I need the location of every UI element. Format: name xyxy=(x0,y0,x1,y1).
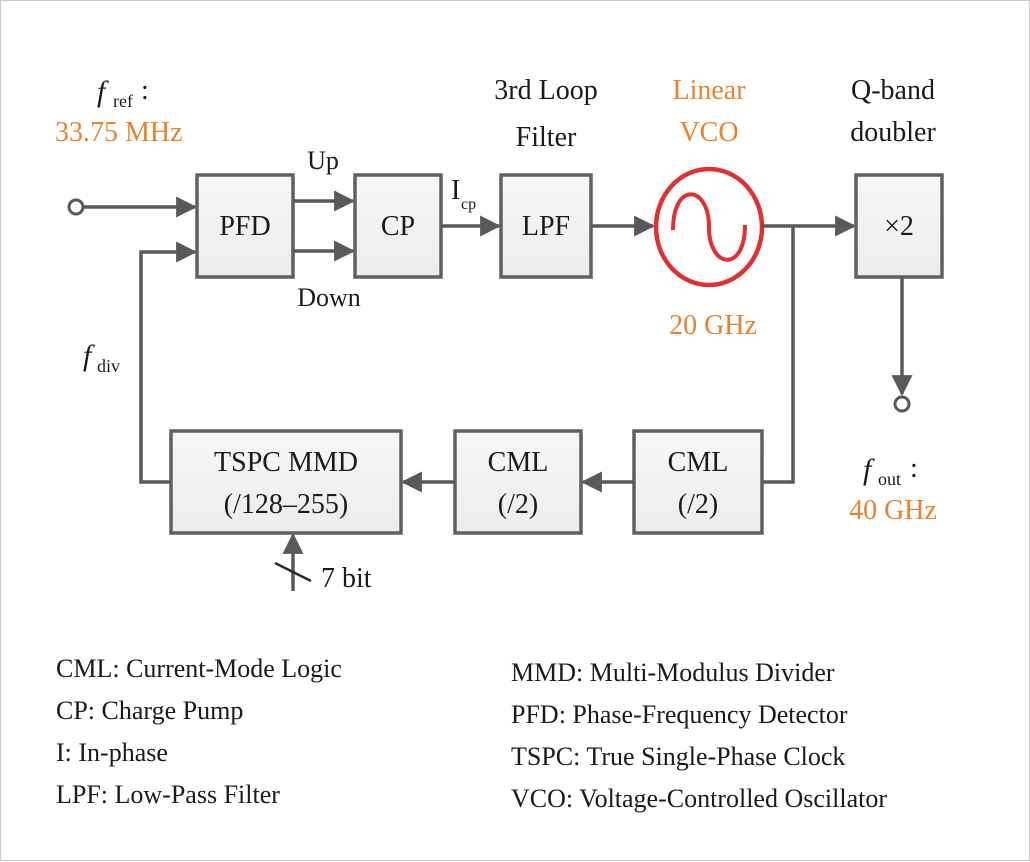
legend-item: TSPC: True Single-Phase Clock xyxy=(511,742,846,771)
legend-item: CML: Current-Mode Logic xyxy=(56,654,342,683)
vco-frequency: 20 GHz xyxy=(669,310,757,341)
fout-value: 40 GHz xyxy=(849,495,937,526)
fout-colon: : xyxy=(910,453,918,484)
vco-caption-line2: VCO xyxy=(679,117,738,148)
doubler-caption-line2: doubler xyxy=(850,117,936,148)
fref-colon: : xyxy=(141,75,149,106)
fref-symbol: f xyxy=(97,75,109,108)
up-label: Up xyxy=(307,146,339,175)
vco-oscillator-icon xyxy=(653,166,765,288)
cml-divider-2-block xyxy=(453,429,583,535)
cml1-line2: (/2) xyxy=(678,489,718,520)
legend-item: LPF: Low-Pass Filter xyxy=(56,780,280,809)
legend-item: MMD: Multi-Modulus Divider xyxy=(511,658,835,687)
fdiv-subscript: div xyxy=(97,356,120,376)
cml-divider-1-block xyxy=(632,429,764,535)
mmd-line2: (/128–255) xyxy=(224,489,348,520)
bus-slash-icon xyxy=(274,561,312,583)
tspc-mmd-block xyxy=(169,429,403,535)
legend-right: MMD: Multi-Modulus Divider PFD: Phase-Fr… xyxy=(511,652,887,820)
doubler-block xyxy=(854,173,944,279)
legend-item: VCO: Voltage-Controlled Oscillator xyxy=(511,784,887,813)
pfd-block xyxy=(195,173,295,279)
feedback-tap-wire xyxy=(762,226,795,484)
cp-block xyxy=(353,173,443,279)
output-terminal-icon xyxy=(893,395,911,413)
lpf-label: LPF xyxy=(522,211,570,242)
icp-main-label: I xyxy=(451,175,460,206)
fdiv-feedback-wire xyxy=(139,241,198,484)
cml2-line1: CML xyxy=(488,447,549,478)
vco-caption-line1: Linear xyxy=(672,75,746,106)
lpf-caption-line1: 3rd Loop xyxy=(494,75,597,106)
legend-item: CP: Charge Pump xyxy=(56,696,244,725)
fdiv-symbol: f xyxy=(83,339,95,372)
control-bits-label: 7 bit xyxy=(321,563,372,594)
cp-label: CP xyxy=(381,211,415,242)
fref-subscript: ref xyxy=(113,91,133,111)
legend-item: PFD: Phase-Frequency Detector xyxy=(511,700,848,729)
cml1-line1: CML xyxy=(668,447,729,478)
cml2-line2: (/2) xyxy=(498,489,538,520)
legend-item: I: In-phase xyxy=(56,738,168,767)
icp-sub-label: cp xyxy=(461,196,476,213)
fout-symbol: f xyxy=(863,453,875,486)
legend-left: CML: Current-Mode Logic CP: Charge Pump … xyxy=(56,648,342,816)
doubler-label: ×2 xyxy=(884,211,914,242)
doubler-caption-line1: Q-band xyxy=(851,75,935,106)
input-terminal-icon xyxy=(67,198,85,216)
fref-value: 33.75 MHz xyxy=(55,117,183,148)
pfd-label: PFD xyxy=(219,211,270,242)
lpf-caption-line2: Filter xyxy=(516,122,577,153)
down-label: Down xyxy=(297,283,361,312)
fout-subscript: out xyxy=(878,469,901,489)
mmd-line1: TSPC MMD xyxy=(214,447,358,478)
